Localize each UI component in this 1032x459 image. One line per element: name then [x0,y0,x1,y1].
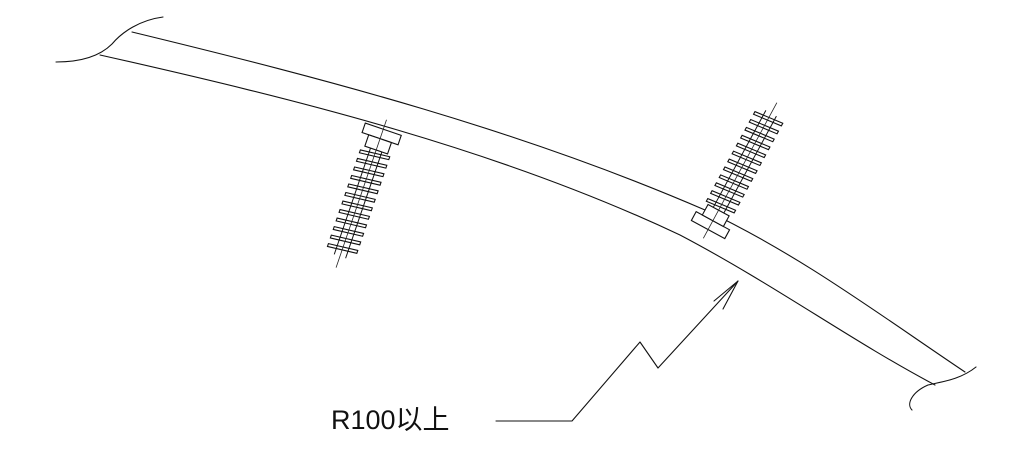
screw-core-line [333,147,371,255]
right-break-line [909,366,977,411]
panel-top-edge [131,31,966,373]
radius-label: R100以上 [331,405,450,435]
screw-core-line [723,115,777,214]
screw-left [326,119,402,268]
left-break-line [55,16,164,63]
screw-core-line [345,151,383,259]
leader-line [495,280,739,422]
leader-arrowhead [713,280,739,310]
panel-bottom-edge [99,54,936,386]
screw-center-axis [702,102,778,239]
screw-right [690,102,784,240]
screw-core-line [712,110,767,208]
curved-panel [55,16,977,411]
screw-center-axis [335,119,387,268]
radius-leader [495,280,739,422]
